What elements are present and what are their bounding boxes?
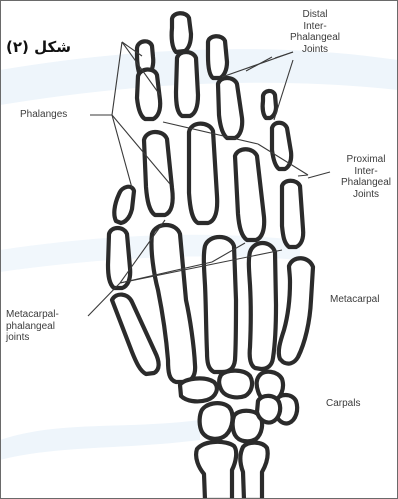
diagram-page: شکل (۲) Distal Inter- Phalangeal Joints …	[0, 0, 398, 499]
image-border	[0, 0, 398, 499]
